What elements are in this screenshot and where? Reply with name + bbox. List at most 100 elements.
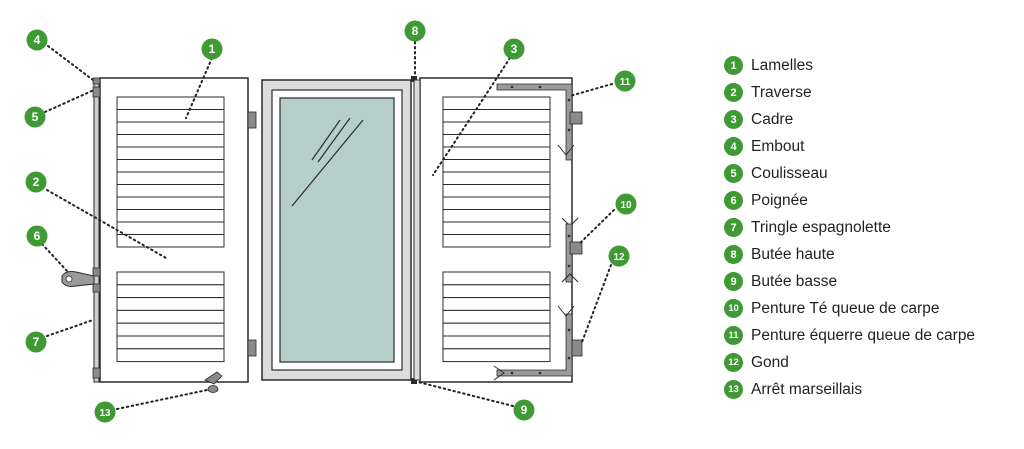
- callout-7-number: 7: [33, 335, 40, 349]
- handle: [61, 271, 95, 287]
- legend-badge-8: 8: [724, 245, 743, 264]
- right-lower-louver-4: [442, 309, 551, 324]
- legend-badge-9: 9: [724, 272, 743, 291]
- legend-badge-5: 5: [724, 164, 743, 183]
- right-upper-louver-2: [442, 109, 551, 123]
- callout-13-number: 13: [99, 408, 111, 419]
- left-upper-louver-4: [116, 134, 225, 148]
- legend-item-5: 5 Coulisseau: [724, 160, 1014, 187]
- callout-1-number: 1: [209, 42, 216, 56]
- left-upper-louver-12: [116, 234, 225, 248]
- callout-9-number: 9: [521, 403, 528, 417]
- legend-badge-1: 1: [724, 56, 743, 75]
- leader-10: [578, 209, 615, 245]
- rod-guide-mid-low: [92, 283, 101, 293]
- window-glass: [279, 97, 395, 363]
- callout-10: 10: [615, 193, 637, 215]
- callout-3: 3: [503, 38, 525, 60]
- left-lower-louver-7: [116, 348, 225, 363]
- legend-label-1: Lamelles: [751, 56, 814, 74]
- right-upper-louver-10: [442, 209, 551, 223]
- callout-1: 1: [201, 38, 223, 60]
- right-upper-louver-8: [442, 184, 551, 198]
- right-upper-louver-5: [442, 146, 551, 160]
- leader-3: [432, 57, 511, 176]
- leader-7: [46, 319, 94, 337]
- right-upper-louver-3: [442, 121, 551, 135]
- left-lower-louvers: [116, 271, 225, 363]
- callout-6-number: 6: [34, 229, 41, 243]
- callout-9: 9: [513, 399, 535, 421]
- right-upper-louver-9: [442, 196, 551, 210]
- right-lower-louver-6: [442, 335, 551, 350]
- legend-item-9: 9 Butée basse: [724, 268, 1014, 295]
- leader-13: [116, 389, 208, 410]
- right-lower-louvers: [442, 271, 551, 363]
- left-upper-louver-2: [116, 109, 225, 123]
- legend-label-8: Butée haute: [751, 245, 835, 263]
- leader-5: [44, 89, 95, 113]
- callout-11-number: 11: [620, 77, 631, 88]
- left-lower-louver-5: [116, 322, 225, 337]
- bottom-stop-marker: [411, 378, 417, 384]
- left-lower-louver-6: [116, 335, 225, 350]
- glass-reflection-2: [291, 119, 364, 207]
- rod-end-cap-top: [92, 77, 101, 85]
- shutter-stop: [204, 371, 223, 393]
- legend-label-7: Tringle espagnolette: [751, 218, 891, 236]
- window: [261, 76, 417, 384]
- leader-4: [47, 45, 94, 81]
- glass-reflection-3: [317, 117, 351, 163]
- glass-reflection-1: [311, 119, 341, 161]
- right-upper-louver-12: [442, 234, 551, 248]
- leader-9: [417, 381, 514, 407]
- legend-item-8: 8 Butée haute: [724, 241, 1014, 268]
- legend-item-7: 7 Tringle espagnolette: [724, 214, 1014, 241]
- leader-12: [581, 264, 612, 343]
- callout-4-number: 4: [34, 33, 41, 47]
- callout-10-number: 10: [620, 200, 632, 211]
- right-lower-louver-5: [442, 322, 551, 337]
- legend-badge-4: 4: [724, 137, 743, 156]
- pintle: [571, 339, 583, 357]
- right-upper-louver-1: [442, 96, 551, 110]
- legend-label-3: Cadre: [751, 110, 794, 128]
- left-hinge-top: [247, 111, 257, 129]
- callout-3-number: 3: [511, 42, 518, 56]
- legend-label-6: Poignée: [751, 191, 808, 209]
- callout-11: 11: [614, 70, 636, 92]
- legend-label-9: Butée basse: [751, 272, 838, 290]
- callout-8-number: 8: [412, 24, 419, 38]
- legend-label-2: Traverse: [751, 83, 812, 101]
- leader-11: [569, 83, 613, 97]
- bottom-angle-strap-hinge: [493, 305, 583, 381]
- callout-12-number: 12: [613, 252, 625, 263]
- legend-label-13: Arrêt marseillais: [751, 380, 863, 398]
- right-shutter-stile: [413, 79, 421, 381]
- rod-guide-bottom: [92, 367, 101, 379]
- legend-badge-7: 7: [724, 218, 743, 237]
- legend-label-11: Penture équerre queue de carpe: [751, 326, 976, 344]
- left-upper-louvers: [116, 96, 225, 248]
- legend-badge-12: 12: [724, 353, 743, 372]
- callout-12: 12: [608, 245, 630, 267]
- left-upper-louver-8: [116, 184, 225, 198]
- legend-label-5: Coulisseau: [751, 164, 828, 182]
- callout-13: 13: [94, 401, 116, 423]
- legend-badge-2: 2: [724, 83, 743, 102]
- legend-item-2: 2 Traverse: [724, 79, 1014, 106]
- t-strap-hinge: [561, 217, 583, 283]
- callout-8: 8: [404, 20, 426, 42]
- left-upper-louver-10: [116, 209, 225, 223]
- right-lower-louver-1: [442, 271, 551, 286]
- legend-item-1: 1 Lamelles: [724, 52, 1014, 79]
- rod-guide-mid: [92, 267, 101, 277]
- espagnolette-rod: [93, 79, 100, 383]
- left-upper-louver-3: [116, 121, 225, 135]
